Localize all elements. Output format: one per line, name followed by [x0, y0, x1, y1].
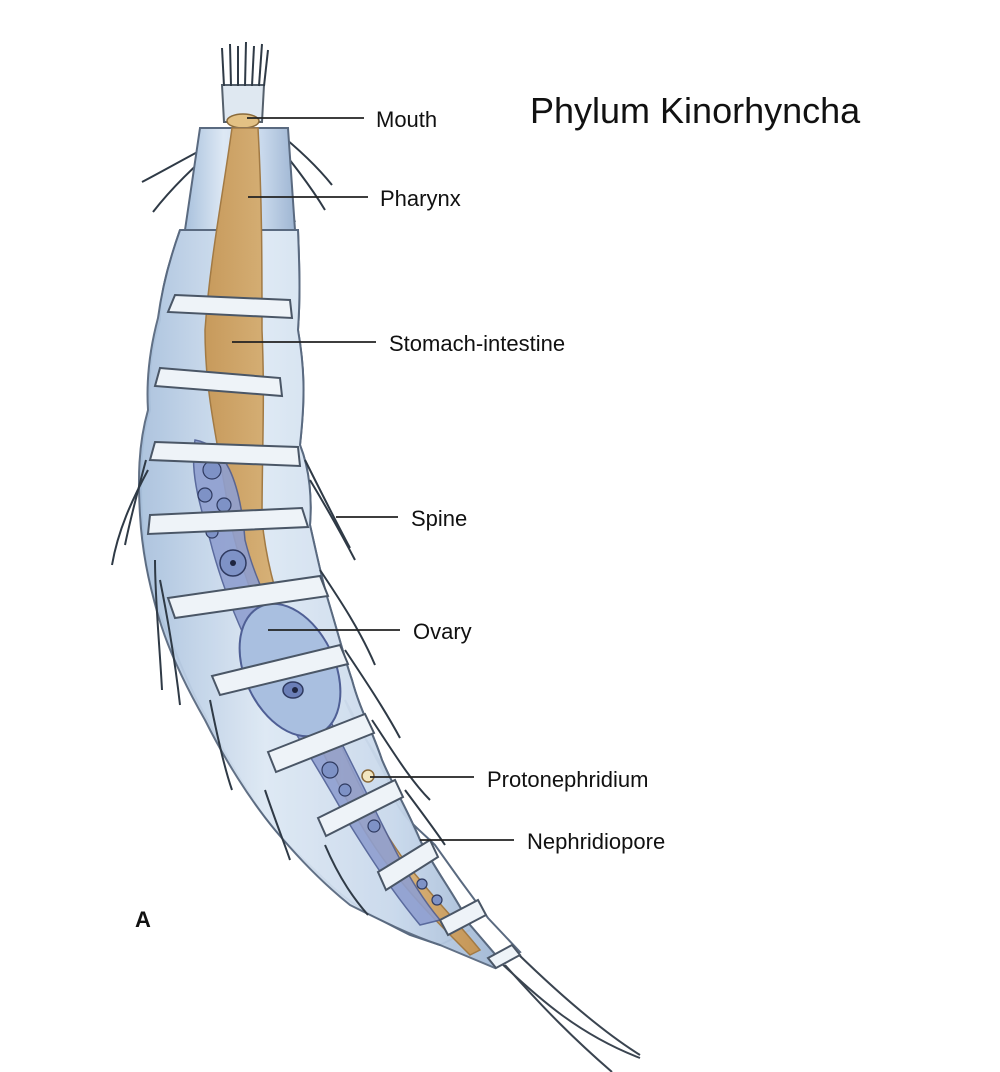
tail-spines — [497, 951, 641, 1072]
label-spine: Spine — [411, 506, 468, 531]
label-nephridiopore: Nephridiopore — [527, 829, 666, 854]
label-mouth: Mouth — [376, 107, 438, 132]
diagram-title: Phylum Kinorhyncha — [530, 90, 861, 131]
panel-letter: A — [135, 907, 151, 932]
label-stomach-intestine: Stomach-intestine — [389, 331, 566, 356]
oral-cone — [220, 41, 269, 129]
lateral-spines — [111, 459, 446, 916]
leader-lines — [232, 117, 514, 841]
label-ovary: Ovary — [413, 619, 472, 644]
label-protonephridium: Protonephridium — [487, 767, 649, 792]
protonephridium-organ — [361, 769, 375, 783]
label-pharynx: Pharynx — [380, 186, 461, 211]
segment-plates — [146, 293, 522, 970]
